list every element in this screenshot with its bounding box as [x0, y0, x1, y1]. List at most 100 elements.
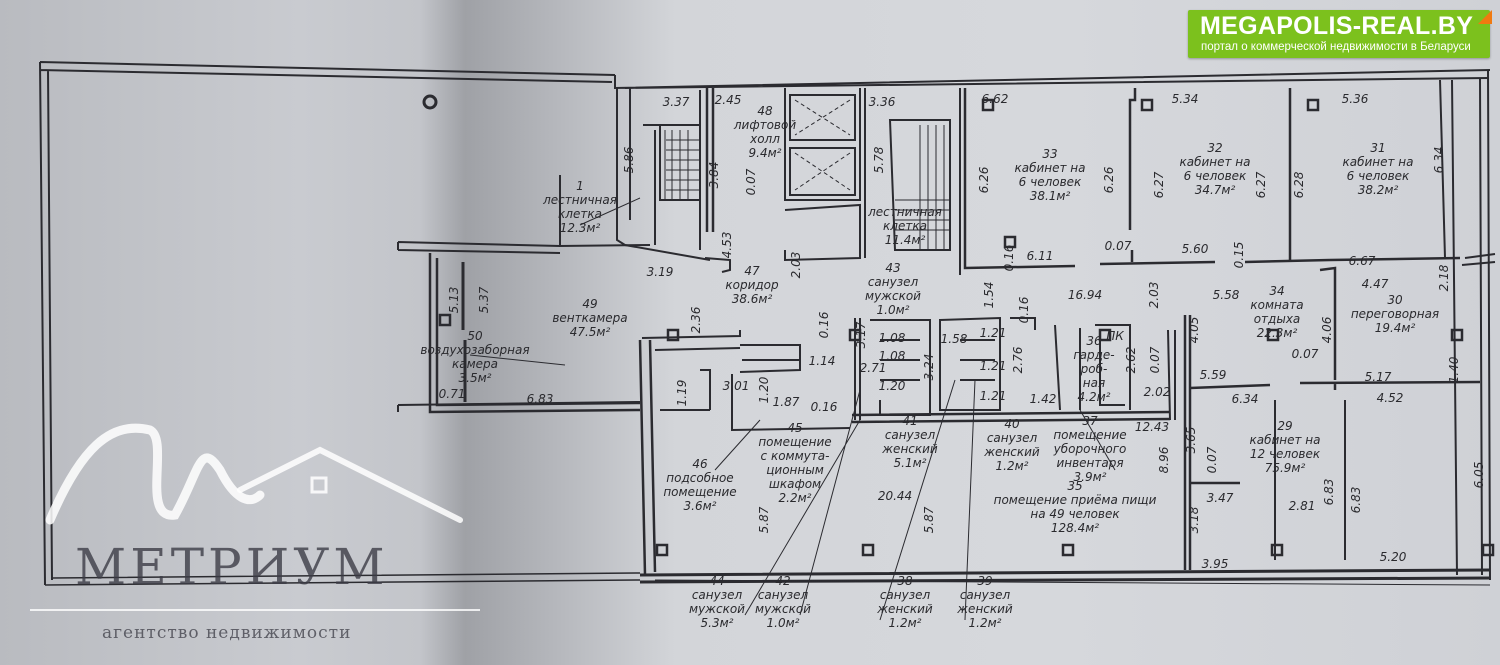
room-name: женский	[956, 602, 1013, 616]
dimension-label: 5.34	[1172, 92, 1199, 106]
badge-title: MEGAPOLIS-REAL.BY	[1200, 12, 1474, 40]
room-name: санузел	[692, 588, 743, 602]
dimension-label: 8.96	[1157, 446, 1171, 473]
dimension-label: 3.01	[723, 379, 750, 393]
room-name: санузел	[885, 428, 936, 442]
dimension-label: 1.19	[675, 380, 689, 407]
room-name: 6 человек	[1347, 169, 1410, 183]
room-area: 75.9м²	[1265, 461, 1306, 475]
room-number: 1	[576, 179, 584, 193]
room-name: ная	[1083, 376, 1105, 390]
room-name: уборочного	[1053, 442, 1127, 456]
room-number: 41	[902, 414, 917, 428]
room-number: 29	[1277, 419, 1292, 433]
dimension-label: 2.02	[1144, 385, 1171, 399]
dimension-label: 2.36	[689, 306, 703, 333]
room-number: 34	[1269, 284, 1284, 298]
room-name: лестничная	[867, 205, 942, 219]
room-number: 32	[1207, 141, 1222, 155]
dimension-label: 6.26	[977, 166, 991, 193]
dimension-label: 3.19	[647, 265, 674, 279]
room-area: 38.6м²	[732, 292, 773, 306]
room-name: кабинет на	[1249, 433, 1320, 447]
room-name: женский	[876, 602, 933, 616]
room-labels: 1лестничнаяклетка12.3м²48лифтовойхолл9.4…	[420, 104, 1439, 630]
room-name: роб-	[1080, 362, 1108, 376]
room-number: 50	[467, 329, 483, 343]
room-name: инвентаря	[1056, 456, 1123, 470]
dimension-label: 0.07	[1205, 446, 1219, 473]
room-area: 34.7м²	[1195, 183, 1236, 197]
dimension-label: 2.18	[1437, 264, 1451, 291]
room-area: 1.0м²	[767, 616, 800, 630]
dimension-label: 0.16	[817, 311, 831, 338]
room-name: холл	[749, 132, 780, 146]
dimension-label: 5.36	[1342, 92, 1369, 106]
room-name: ционным	[766, 463, 824, 477]
room-name: кабинет на	[1179, 155, 1250, 169]
room-name: комната	[1250, 298, 1303, 312]
room-number: 36	[1086, 334, 1102, 348]
dimension-label: ПК	[1106, 329, 1124, 343]
room-number: 33	[1042, 147, 1057, 161]
dimension-label: 4.06	[1320, 316, 1334, 343]
dimension-label: 6.27	[1152, 171, 1166, 198]
room-name: 6 человек	[1184, 169, 1247, 183]
room-name: санузел	[868, 275, 919, 289]
dimension-label: 5.60	[1182, 242, 1209, 256]
room-area: 5.3м²	[701, 616, 734, 630]
room-area: 5.1м²	[894, 456, 927, 470]
room-name: помещение	[758, 435, 831, 449]
dimension-label: 6.34	[1432, 147, 1446, 174]
badge-subtitle: портал о коммерческой недвижимости в Бел…	[1201, 41, 1471, 53]
megapolis-badge[interactable]: MEGAPOLIS-REAL.BY портал о коммерческой …	[1188, 10, 1492, 58]
dimension-label: 1.20	[879, 379, 906, 393]
dimension-label: 1.87	[773, 395, 800, 409]
room-name: шкафом	[769, 477, 821, 491]
room-area: 2.2м²	[779, 491, 812, 505]
dimension-label: 5.13	[447, 287, 461, 314]
room-name: мужской	[865, 289, 921, 303]
room-name: на 49 человек	[1030, 507, 1120, 521]
room-name: кабинет на	[1014, 161, 1085, 175]
room-name: клетка	[558, 207, 602, 221]
room-area: 47.5м²	[570, 325, 611, 339]
dimension-label: 1.42	[1030, 392, 1057, 406]
dimension-label: 6.11	[1027, 249, 1054, 263]
room-name: санузел	[880, 588, 931, 602]
room-area: 3.5м²	[459, 371, 492, 385]
room-name: лестничная	[542, 193, 617, 207]
dimension-label: 2.45	[715, 93, 742, 107]
dimension-label: 2.81	[1289, 499, 1316, 513]
dimension-label: 5.59	[1200, 368, 1227, 382]
dimension-label: 4.05	[1187, 317, 1201, 344]
dimension-label: 3.47	[1207, 491, 1234, 505]
dimension-label: 6.62	[982, 92, 1009, 106]
room-area: 1.2м²	[996, 459, 1029, 473]
room-number: 46	[692, 457, 708, 471]
room-area: 4.2м²	[1078, 390, 1111, 404]
dimension-label: 3.37	[663, 95, 690, 109]
room-name: воздухозаборная	[420, 343, 529, 357]
dimension-label: 1.21	[980, 326, 1007, 340]
dimension-label: 5.87	[757, 506, 771, 533]
room-area: 128.4м²	[1051, 521, 1099, 535]
dimension-label: 1.21	[980, 389, 1007, 403]
dimension-label: 3.36	[869, 95, 896, 109]
dimension-label: 4.47	[1362, 277, 1389, 291]
dimension-label: 5.58	[1213, 288, 1240, 302]
dimension-label: 6.05	[1472, 462, 1486, 489]
room-area: 38.2м²	[1358, 183, 1399, 197]
